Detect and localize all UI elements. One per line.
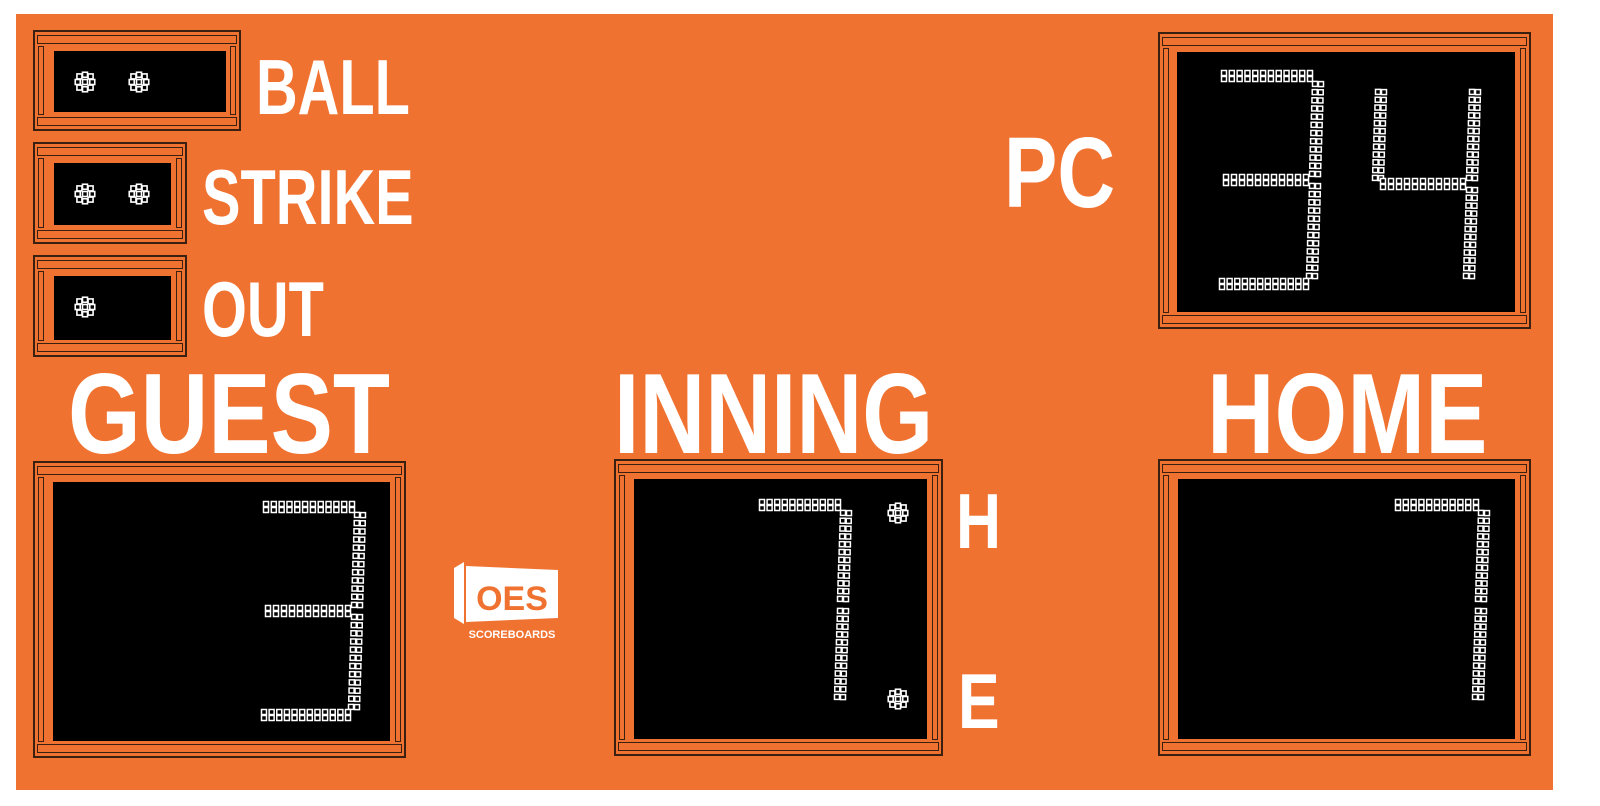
home-label: HOME bbox=[1207, 351, 1488, 478]
digit-segment-f bbox=[1371, 88, 1388, 182]
digit-segment-g bbox=[1379, 177, 1467, 191]
inning-frame bbox=[614, 459, 943, 756]
digit-segment-b bbox=[836, 509, 853, 603]
digit-segment-a bbox=[262, 500, 356, 514]
ball-indicator-frame bbox=[33, 30, 241, 131]
digit-segment-c bbox=[1462, 186, 1479, 280]
guest-label: GUEST bbox=[68, 351, 391, 478]
inning-label: INNING bbox=[614, 351, 934, 478]
hit-lamp bbox=[887, 502, 909, 524]
strike-label: STRIKE bbox=[202, 153, 414, 241]
digit-segment-b bbox=[1308, 80, 1325, 178]
digit-segment-a bbox=[1394, 498, 1480, 512]
out-indicator-frame bbox=[33, 255, 187, 357]
error-lamp bbox=[887, 688, 909, 710]
logo-subtitle-text: SCOREBOARDS bbox=[469, 629, 556, 641]
count-lamp bbox=[74, 296, 96, 318]
digit-segment-b bbox=[350, 511, 367, 609]
out-label: OUT bbox=[202, 265, 324, 353]
pitch-count-digits bbox=[1218, 69, 1482, 291]
digit-segment-g bbox=[1222, 173, 1310, 187]
ball-lamps bbox=[74, 71, 150, 93]
strike-lamps bbox=[74, 183, 150, 205]
guest-score-frame bbox=[33, 461, 406, 758]
digit-segment-a bbox=[758, 498, 842, 512]
digit-segment-b bbox=[1474, 509, 1491, 603]
strike-indicator-frame bbox=[33, 142, 187, 244]
pitch-count-label: PC bbox=[1004, 117, 1116, 229]
count-lamp bbox=[74, 183, 96, 205]
home-score-frame bbox=[1158, 459, 1531, 756]
digit-segment-d bbox=[1218, 277, 1310, 291]
out-lamps bbox=[74, 296, 96, 318]
home-score-digits bbox=[1394, 498, 1491, 701]
logo-brand-text: OES bbox=[476, 580, 548, 618]
ball-label: BALL bbox=[256, 43, 410, 131]
digit-segment-g bbox=[264, 604, 352, 618]
digit-segment-d bbox=[260, 708, 352, 722]
digit-segment-c bbox=[1305, 182, 1322, 280]
count-lamp bbox=[128, 183, 150, 205]
out-display bbox=[54, 276, 171, 340]
strike-display bbox=[54, 163, 171, 225]
digit-segment-c bbox=[1471, 607, 1488, 701]
oes-scoreboards-logo: OES SCOREBOARDS bbox=[454, 562, 558, 641]
digit-segment-a bbox=[1220, 69, 1314, 83]
guest-score-digits bbox=[260, 500, 367, 722]
hit-label: H bbox=[956, 477, 1002, 565]
digit-segment-c bbox=[833, 607, 850, 701]
count-lamp bbox=[128, 71, 150, 93]
digit-segment-b bbox=[1465, 88, 1482, 182]
digit-segment-c bbox=[347, 613, 364, 711]
pitch-count-frame bbox=[1158, 32, 1531, 329]
error-label: E bbox=[958, 657, 1000, 745]
count-lamp bbox=[74, 71, 96, 93]
home-score-display bbox=[1178, 479, 1515, 739]
inning-display bbox=[634, 479, 927, 739]
inning-digits bbox=[758, 498, 909, 710]
